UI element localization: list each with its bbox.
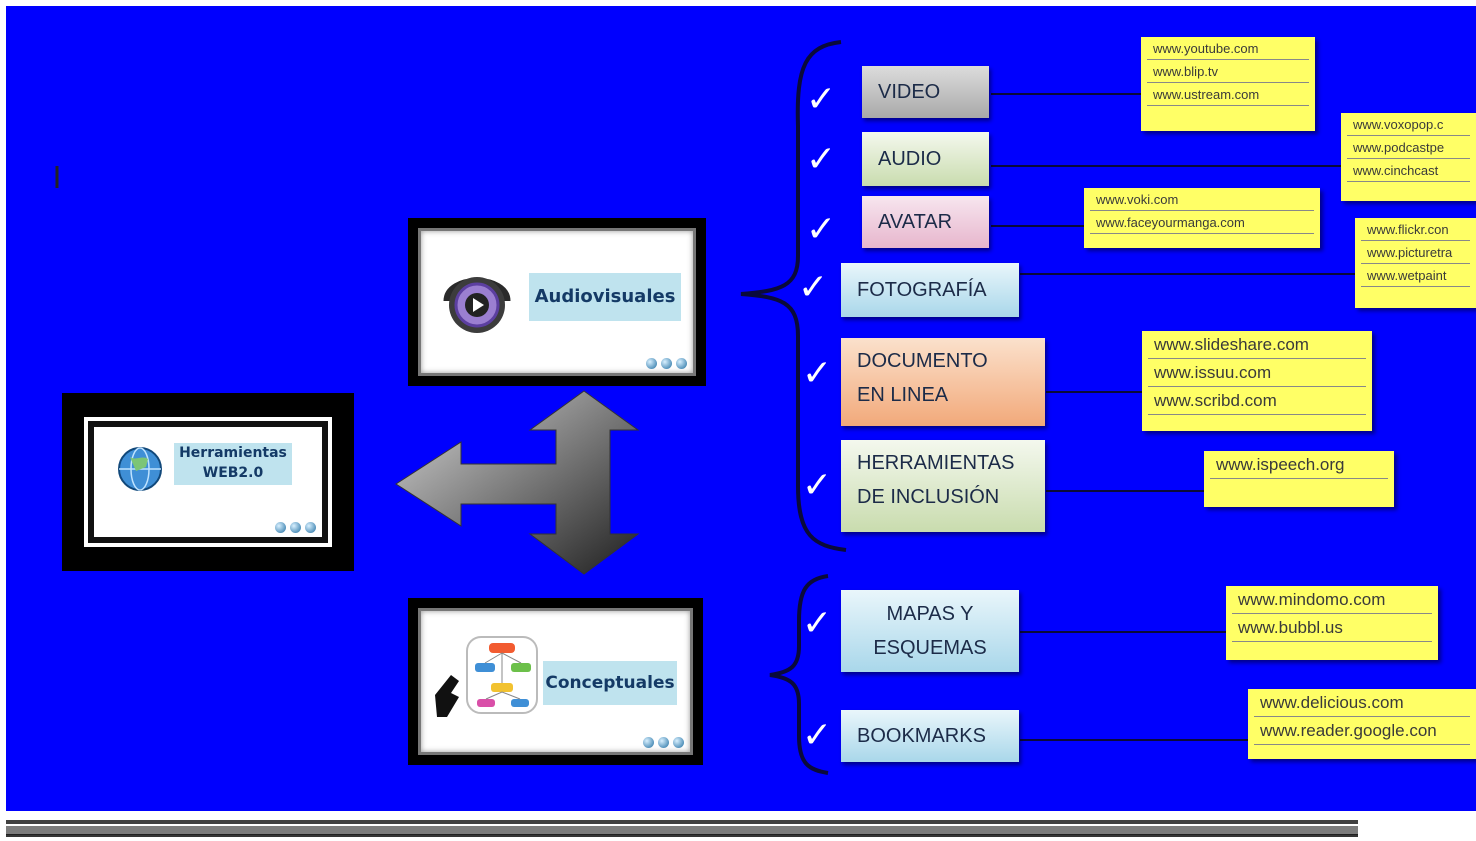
more-dots-icon [643, 737, 684, 748]
connector-line [1020, 273, 1355, 275]
connector-line [1020, 739, 1248, 741]
link[interactable]: www.scribd.com [1148, 387, 1366, 415]
link[interactable]: www.faceyourmanga.com [1090, 211, 1314, 234]
links-note-inclusion: www.ispeech.org [1204, 451, 1394, 507]
connector-line [991, 165, 1341, 167]
more-dots-icon [646, 358, 687, 369]
conceptual-label: Conceptuales [543, 661, 677, 705]
link[interactable]: www.voxopop.c [1347, 113, 1470, 136]
category-mapas-y-esquemas[interactable]: MAPAS Y ESQUEMAS [841, 590, 1019, 672]
globe-icon [118, 447, 162, 491]
conceptual-brace [769, 574, 829, 775]
link[interactable]: www.bubbl.us [1232, 614, 1432, 642]
connector-line [991, 225, 1086, 227]
check-icon: ✓ [802, 603, 833, 644]
links-note-mapas: www.mindomo.com www.bubbl.us [1226, 586, 1438, 660]
link[interactable]: www.voki.com [1090, 188, 1314, 211]
connector-line [991, 93, 1141, 95]
main-node-label: Herramientas WEB2.0 [174, 443, 292, 485]
links-note-video: www.youtube.com www.blip.tv www.ustream.… [1141, 37, 1315, 131]
category-audio[interactable]: AUDIO [862, 132, 989, 186]
connector-line [1020, 631, 1226, 633]
check-icon: ✓ [806, 139, 837, 180]
connector-line [1046, 391, 1142, 393]
headphones-play-icon [443, 277, 511, 333]
audiovisual-brace [740, 40, 847, 552]
link[interactable]: www.picturetra [1361, 241, 1470, 264]
category-fotografia[interactable]: FOTOGRAFÍA [841, 263, 1019, 317]
links-note-documento: www.slideshare.com www.issuu.com www.scr… [1142, 331, 1372, 431]
link[interactable]: www.mindomo.com [1232, 586, 1432, 614]
category-documento-en-linea[interactable]: DOCUMENTO EN LINEA [841, 338, 1045, 426]
check-icon: ✓ [806, 79, 837, 120]
audiovisual-label: Audiovisuales [529, 273, 681, 321]
links-note-bookmarks: www.delicious.com www.reader.google.con [1248, 689, 1476, 759]
main-label-line1: Herramientas [179, 445, 287, 461]
conceptual-node[interactable]: Conceptuales [408, 598, 703, 765]
links-note-avatar: www.voki.com www.faceyourmanga.com [1084, 188, 1320, 248]
link[interactable]: www.slideshare.com [1148, 331, 1366, 359]
check-icon: ✓ [802, 465, 833, 506]
links-note-fotografia: www.flickr.con www.picturetra www.wetpai… [1355, 218, 1476, 308]
check-icon: ✓ [802, 715, 833, 756]
links-note-audio: www.voxopop.c www.podcastpe www.cinchcas… [1341, 113, 1476, 201]
category-bookmarks[interactable]: BOOKMARKS [841, 710, 1019, 762]
link[interactable]: www.youtube.com [1147, 37, 1309, 60]
check-icon: ✓ [802, 353, 833, 394]
link[interactable]: www.reader.google.con [1254, 717, 1470, 745]
main-node[interactable]: Herramientas WEB2.0 [62, 393, 354, 571]
link[interactable]: www.wetpaint [1361, 264, 1470, 287]
diagram-connectors [55, 40, 847, 775]
connector-line [1046, 490, 1204, 492]
diagram-canvas: Herramientas WEB2.0 Audiovisuales [6, 6, 1476, 811]
check-icon: ✓ [806, 209, 837, 250]
audiovisual-node[interactable]: Audiovisuales [408, 218, 706, 386]
garbled-text-strip [6, 820, 1358, 837]
three-way-arrow [395, 390, 640, 575]
link[interactable]: www.flickr.con [1361, 218, 1470, 241]
category-avatar[interactable]: AVATAR [862, 196, 989, 248]
link[interactable]: www.podcastpe [1347, 136, 1470, 159]
link[interactable]: www.ispeech.org [1210, 451, 1388, 479]
link[interactable]: www.blip.tv [1147, 60, 1309, 83]
link[interactable]: www.ustream.com [1147, 83, 1309, 106]
link[interactable]: www.cinchcast [1347, 159, 1470, 182]
link[interactable]: www.issuu.com [1148, 359, 1366, 387]
more-dots-icon [275, 522, 316, 533]
main-label-line2: WEB2.0 [202, 465, 264, 481]
link[interactable]: www.delicious.com [1254, 689, 1470, 717]
category-video[interactable]: VIDEO [862, 66, 989, 118]
category-herramientas-de-inclusion[interactable]: HERRAMIENTAS DE INCLUSIÓN [841, 440, 1045, 532]
check-icon: ✓ [798, 267, 829, 308]
caption-strip [6, 814, 1476, 841]
mind-map-icon [435, 636, 538, 717]
